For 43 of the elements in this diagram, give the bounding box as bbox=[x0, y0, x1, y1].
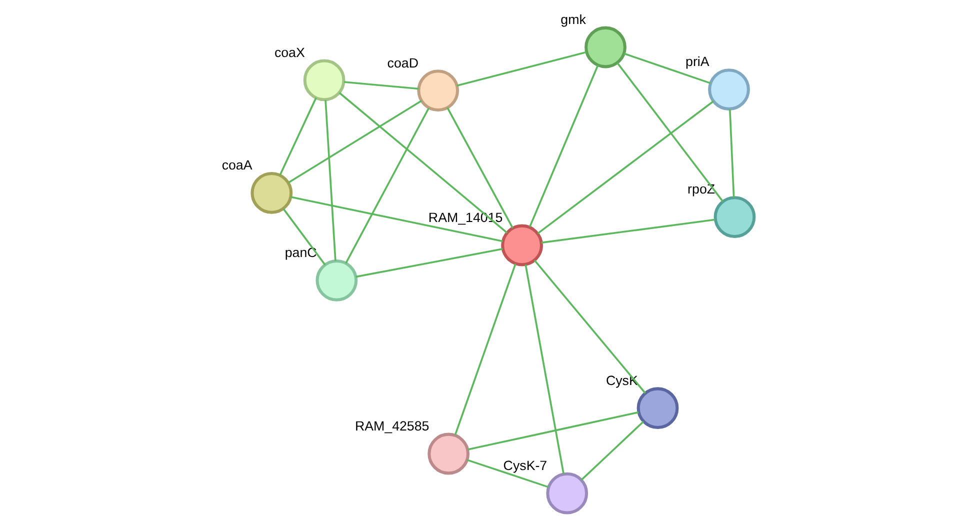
node-circle bbox=[546, 472, 588, 514]
connector bbox=[288, 100, 422, 184]
connector bbox=[344, 81, 419, 90]
connector bbox=[541, 218, 716, 244]
node-label: coaA bbox=[222, 158, 252, 173]
connector bbox=[282, 208, 326, 266]
connector bbox=[338, 92, 508, 234]
node-circle bbox=[250, 172, 293, 214]
connector bbox=[324, 100, 336, 261]
connector bbox=[456, 51, 587, 87]
connector bbox=[524, 264, 564, 474]
connector bbox=[279, 97, 317, 176]
connector bbox=[468, 411, 639, 450]
node-label: coaD bbox=[387, 55, 418, 70]
node-circle bbox=[501, 224, 543, 266]
node-circle bbox=[417, 70, 460, 112]
connector bbox=[616, 62, 724, 202]
connector bbox=[580, 420, 644, 481]
connector bbox=[356, 248, 503, 278]
node-label: RAM_42585 bbox=[354, 418, 430, 434]
connector bbox=[624, 52, 711, 84]
node-label: gmk bbox=[560, 12, 586, 27]
node-label: panC bbox=[284, 245, 317, 260]
node-circle bbox=[303, 59, 346, 102]
node-label: CysK-7 bbox=[503, 458, 548, 474]
node-circle bbox=[584, 26, 626, 68]
connector bbox=[528, 64, 599, 228]
connector bbox=[345, 108, 430, 264]
node-circle bbox=[636, 387, 679, 430]
connector bbox=[729, 109, 735, 198]
node-label: rpoZ bbox=[688, 182, 716, 197]
connector bbox=[534, 260, 646, 394]
connector bbox=[537, 100, 714, 234]
connector bbox=[454, 263, 516, 436]
node-circle bbox=[708, 68, 750, 110]
connector bbox=[290, 196, 503, 242]
connector bbox=[466, 459, 549, 488]
node-circle bbox=[428, 432, 470, 475]
node-label: priA bbox=[686, 54, 710, 70]
node-label: coaX bbox=[274, 44, 305, 60]
node-circle bbox=[714, 196, 756, 238]
connector bbox=[446, 107, 514, 228]
node-circle bbox=[316, 259, 358, 302]
